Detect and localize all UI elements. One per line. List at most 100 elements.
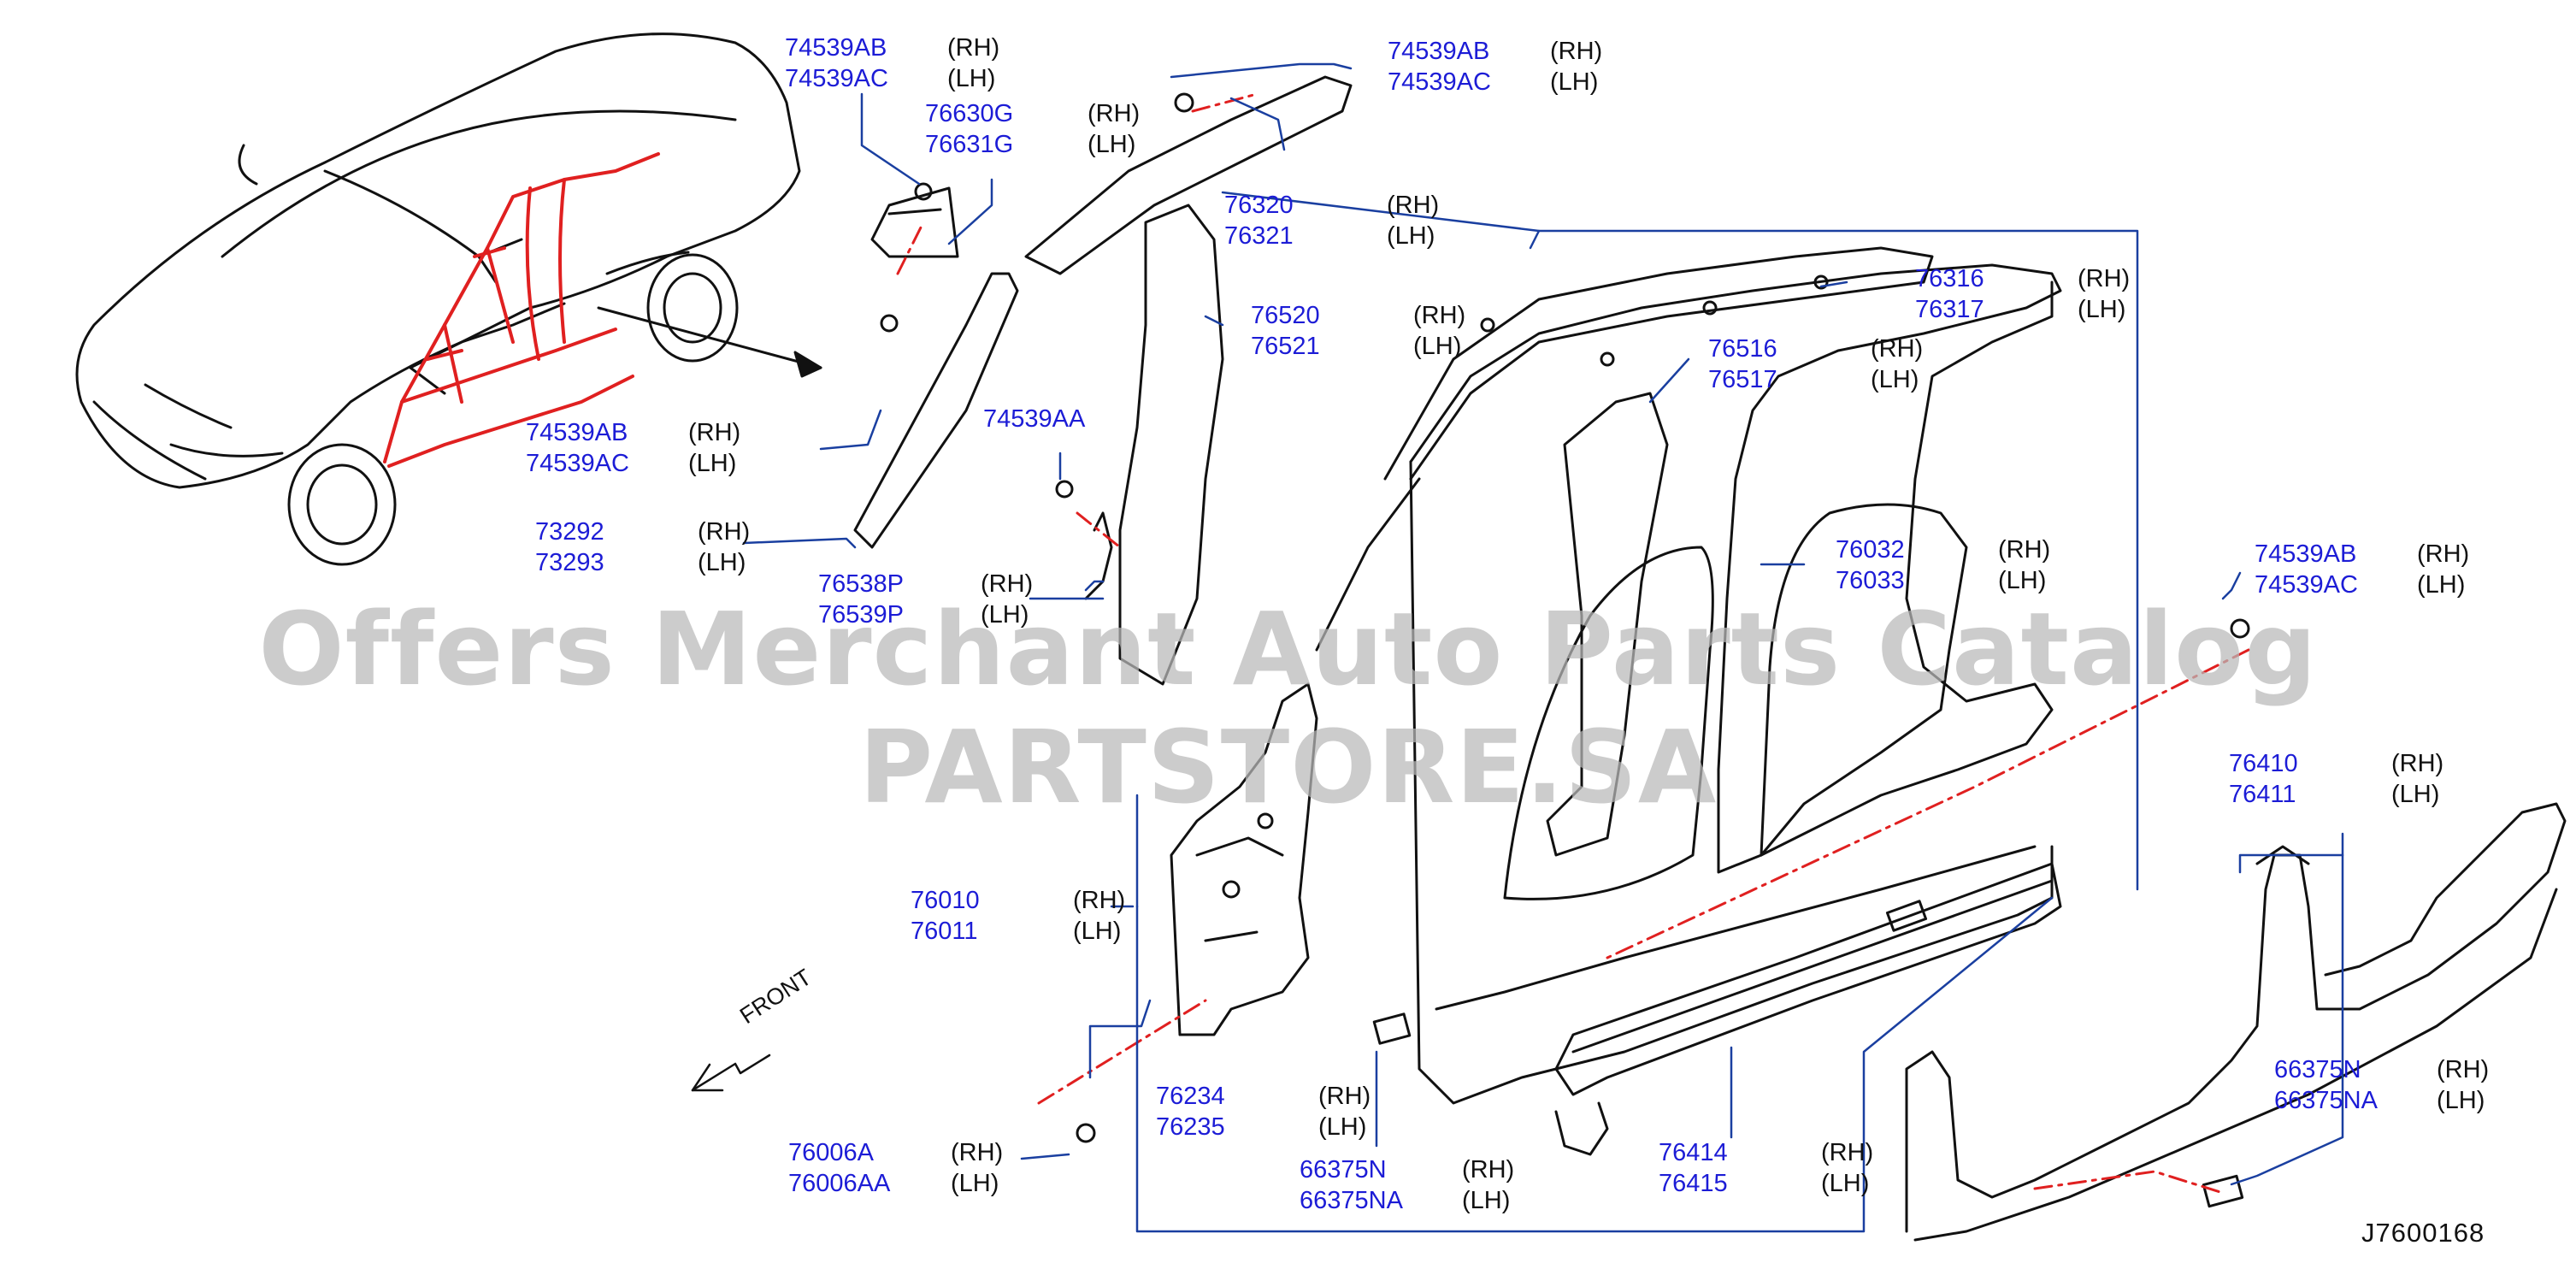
callout-c7: 74539AA bbox=[983, 404, 1146, 434]
part-number[interactable]: 74539AA bbox=[983, 405, 1086, 433]
side-label: (LH) bbox=[2437, 1087, 2485, 1114]
side-label: (LH) bbox=[2078, 296, 2126, 323]
side-label: (LH) bbox=[1550, 68, 1599, 96]
callout-c18: 76414(RH) 76415(LH) bbox=[1659, 1137, 1873, 1199]
part-number[interactable]: 76520 bbox=[1251, 302, 1320, 329]
side-label: (RH) bbox=[1998, 536, 2051, 564]
vehicle-overview bbox=[75, 32, 822, 566]
side-label: (RH) bbox=[1318, 1083, 1371, 1110]
body-side-outer bbox=[1315, 246, 2062, 1105]
part-number[interactable]: 66375NA bbox=[1300, 1187, 1403, 1214]
assembly-lines bbox=[896, 92, 2250, 1195]
part-number[interactable]: 76316 bbox=[1915, 265, 1984, 292]
part-number[interactable]: 76516 bbox=[1708, 335, 1777, 363]
sill-reinforcement bbox=[1554, 862, 2062, 1156]
fastener-icons bbox=[1076, 618, 2250, 1143]
side-label: (RH) bbox=[951, 1139, 1004, 1166]
part-number[interactable]: 76234 bbox=[1156, 1083, 1225, 1110]
side-label: (RH) bbox=[1462, 1156, 1515, 1183]
part-number[interactable]: 74539AB bbox=[1388, 38, 1490, 65]
callout-c5: 76520 (RH) 76521 (LH) bbox=[1251, 300, 1465, 362]
part-number[interactable]: 76411 bbox=[2229, 781, 2296, 808]
part-number[interactable]: 76410 bbox=[2229, 750, 2298, 777]
side-label: (RH) bbox=[2417, 540, 2470, 568]
side-label: (LH) bbox=[981, 601, 1029, 629]
callout-c14: 76410 (RH) 76411 (LH) bbox=[2229, 748, 2443, 810]
part-number[interactable]: 74539AC bbox=[1388, 68, 1491, 96]
part-number[interactable]: 76317 bbox=[1915, 296, 1984, 323]
side-label: (LH) bbox=[2391, 781, 2440, 808]
part-number[interactable]: 76320 bbox=[1224, 192, 1294, 219]
part-number[interactable]: 76539P bbox=[818, 601, 904, 629]
diagram-code: J7600168 bbox=[2361, 1218, 2485, 1248]
outer-sill-panel bbox=[1905, 802, 2567, 1242]
part-number[interactable]: 76032 bbox=[1836, 536, 1905, 564]
part-number[interactable]: 76631G bbox=[925, 131, 1014, 158]
part-number[interactable]: 76011 bbox=[911, 918, 978, 945]
side-label: (LH) bbox=[951, 1170, 999, 1197]
part-number[interactable]: 76538P bbox=[818, 570, 904, 598]
part-number[interactable]: 76415 bbox=[1659, 1170, 1728, 1197]
side-label: (LH) bbox=[1998, 567, 2047, 594]
part-number[interactable]: 76033 bbox=[1836, 567, 1905, 594]
side-label: (LH) bbox=[2417, 571, 2466, 599]
side-label: (LH) bbox=[698, 549, 746, 576]
side-label: (RH) bbox=[1550, 38, 1603, 65]
callout-c16: 76234 (RH) 76235 (LH) bbox=[1156, 1081, 1371, 1142]
part-number[interactable]: 74539AC bbox=[2255, 571, 2358, 599]
part-number[interactable]: 74539AB bbox=[785, 34, 887, 62]
callout-c10: 76316 (RH) 76317 (LH) bbox=[1915, 263, 2130, 325]
part-number[interactable]: 76006A bbox=[788, 1139, 874, 1166]
side-label: (LH) bbox=[1871, 366, 1919, 393]
callout-c3: 74539AB (RH) 74539AC (LH) bbox=[1388, 36, 1602, 97]
side-label: (RH) bbox=[1821, 1139, 1874, 1166]
callout-c9: 76538P (RH) 76539P (LH) bbox=[818, 569, 1033, 630]
callout-c15: 76010(RH) 76011(LH) bbox=[911, 885, 1125, 947]
side-label: (RH) bbox=[1088, 100, 1141, 127]
part-number[interactable]: 74539AC bbox=[526, 450, 629, 477]
part-number[interactable]: 73293 bbox=[535, 549, 604, 576]
part-number[interactable]: 73292 bbox=[535, 518, 604, 546]
side-label: (RH) bbox=[688, 419, 741, 446]
part-number[interactable]: 76235 bbox=[1156, 1113, 1225, 1141]
part-number[interactable]: 76630G bbox=[925, 100, 1014, 127]
part-number[interactable]: 76321 bbox=[1224, 222, 1294, 250]
side-label: (RH) bbox=[698, 518, 751, 546]
part-number[interactable]: 66375N bbox=[2274, 1056, 2361, 1083]
callout-c2: 76630G (RH) 76631G (LH) bbox=[925, 98, 1140, 160]
part-number[interactable]: 66375NA bbox=[2274, 1087, 2378, 1114]
side-label: (RH) bbox=[2078, 265, 2131, 292]
side-label: (RH) bbox=[1413, 302, 1466, 329]
side-label: (RH) bbox=[2437, 1056, 2490, 1083]
side-label: (RH) bbox=[1073, 887, 1126, 914]
part-number[interactable]: 76521 bbox=[1251, 333, 1320, 360]
front-pillar-lower bbox=[1170, 682, 1318, 1036]
part-number[interactable]: 76006AA bbox=[788, 1170, 891, 1197]
part-number[interactable]: 76010 bbox=[911, 887, 980, 914]
side-label: (RH) bbox=[947, 34, 1000, 62]
side-label: (RH) bbox=[2391, 750, 2444, 777]
callout-c13: 74539AB (RH) 74539AC (LH) bbox=[2255, 539, 2469, 600]
pillar-parts bbox=[853, 75, 1353, 686]
side-label: (LH) bbox=[1318, 1113, 1367, 1141]
side-label: (LH) bbox=[1387, 222, 1435, 250]
part-number[interactable]: 74539AB bbox=[526, 419, 628, 446]
callout-c11: 76516 (RH) 76517 (LH) bbox=[1708, 333, 1923, 395]
part-number[interactable]: 76517 bbox=[1708, 366, 1777, 393]
side-label: (LH) bbox=[688, 450, 737, 477]
side-label: (RH) bbox=[981, 570, 1034, 598]
callout-c19: 66375N (RH) 66375NA (LH) bbox=[2274, 1054, 2489, 1116]
callout-c6: 74539AB (RH) 74539AC (LH) bbox=[526, 417, 740, 479]
side-label: (LH) bbox=[1413, 333, 1462, 360]
part-number[interactable]: 74539AC bbox=[785, 65, 888, 92]
arrow-front-icon bbox=[691, 1054, 771, 1092]
callout-c20: 76006A (RH) 76006AA (LH) bbox=[788, 1137, 1003, 1199]
part-number[interactable]: 66375N bbox=[1300, 1156, 1387, 1183]
part-number[interactable]: 74539AB bbox=[2255, 540, 2357, 568]
side-label: (LH) bbox=[1088, 131, 1136, 158]
callout-c4: 76320(RH) 76321(LH) bbox=[1224, 190, 1439, 251]
part-number[interactable]: 76414 bbox=[1659, 1139, 1728, 1166]
side-label: (RH) bbox=[1871, 335, 1924, 363]
